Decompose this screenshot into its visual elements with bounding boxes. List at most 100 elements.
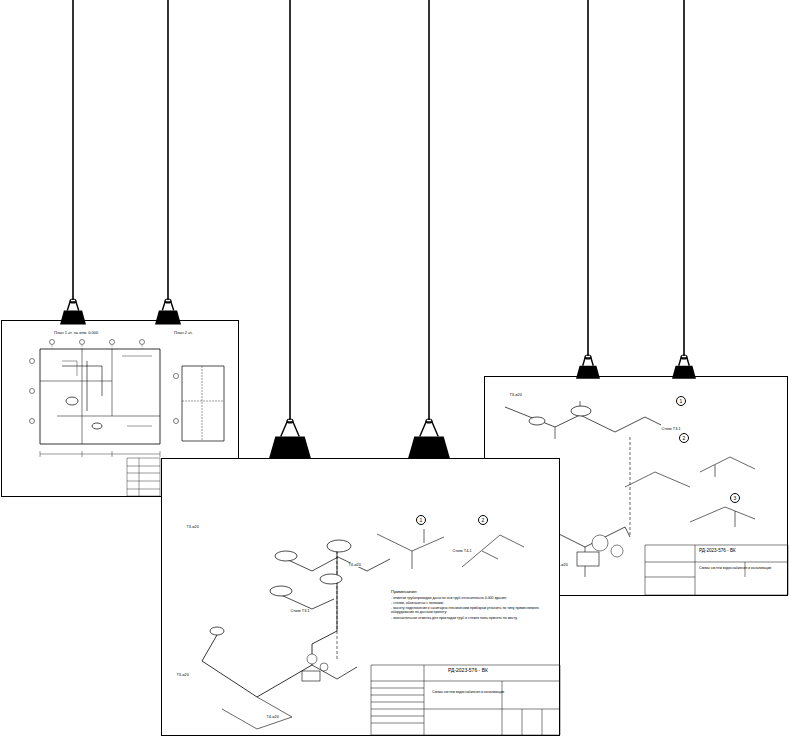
- callout-number: 3: [730, 493, 740, 503]
- pipe-label: Т3-ø20: [509, 393, 522, 397]
- pipe-label: Т4-ø20: [348, 563, 361, 567]
- binder-clip: [672, 0, 696, 379]
- binder-clip: [269, 0, 311, 459]
- pipe-label: Стояк Т3-1: [661, 427, 681, 431]
- clip-loop: [585, 355, 591, 359]
- hanging-string: [587, 0, 589, 356]
- fixture-symbol: [140, 340, 145, 345]
- binder-clip: [576, 0, 600, 379]
- drawing-line: [40, 451, 160, 457]
- hanging-string: [289, 0, 291, 420]
- pipe-label: Т4-ø20: [266, 715, 279, 719]
- clip-body: [672, 366, 696, 379]
- drawing-line: [645, 545, 788, 595]
- drawing-line: [182, 366, 224, 441]
- sheet-text: - окончательная отметка для прокладки тр…: [391, 616, 541, 620]
- fixture-symbol: [174, 419, 179, 424]
- fixture-symbol: [30, 389, 35, 394]
- drawing-line: [630, 437, 631, 537]
- clip-body: [155, 311, 181, 325]
- drawing-line: [127, 458, 160, 496]
- hanging-string: [167, 0, 169, 300]
- callout-number: 1: [676, 396, 686, 406]
- hanging-string: [683, 0, 685, 356]
- clip-body: [408, 437, 450, 459]
- drawing-line: [505, 407, 615, 432]
- drawing-line: [62, 356, 152, 426]
- fixture-symbol: [80, 340, 85, 345]
- drawing-line: [202, 635, 312, 697]
- drawing-line: [40, 349, 160, 444]
- hanging-string: [72, 0, 74, 300]
- clip-body: [269, 437, 311, 459]
- drawing-line: [338, 557, 390, 571]
- sheet-text: - отметки трубопроводов даны по оси труб…: [391, 596, 541, 600]
- drawing-line: [222, 697, 292, 729]
- drawing-line: [615, 417, 661, 432]
- bathtub-symbol: [320, 574, 342, 584]
- drawing-line: [281, 595, 334, 609]
- clip-handle: [420, 422, 438, 437]
- bathtub-symbol: [210, 627, 224, 635]
- bathtub-symbol: [327, 540, 351, 552]
- fixture-symbol: [50, 340, 55, 345]
- drawing-line: [40, 349, 160, 444]
- bathtub-symbol: [92, 423, 102, 429]
- pipe-label: Т3-ø20: [186, 525, 199, 529]
- bathtub-symbol: [66, 397, 78, 405]
- clip-body: [576, 366, 600, 379]
- clip-body: [60, 311, 86, 325]
- callout-number: 2: [478, 515, 488, 525]
- pipe-label: Т3-ø20: [176, 673, 189, 677]
- hanging-string: [428, 0, 430, 420]
- bathtub-symbol: [571, 406, 591, 416]
- drawing-line: [690, 507, 755, 527]
- sheet-text: - стояки, обозначены с полками;: [391, 601, 541, 605]
- fixture-symbol: [174, 374, 179, 379]
- sheet-text: РД-2023-576 - ВК: [699, 548, 781, 553]
- binder-clip: [408, 0, 450, 459]
- drawing-line: [377, 529, 444, 569]
- clip-loop: [426, 419, 432, 423]
- binder-clip: [60, 0, 86, 325]
- fixture-symbol: [320, 663, 328, 671]
- pipe-label: Стояк Т3-1: [290, 609, 310, 613]
- clip-handle: [281, 422, 299, 437]
- clip-loop: [70, 299, 76, 303]
- fixture-symbol: [110, 340, 115, 345]
- clip-loop: [165, 299, 171, 303]
- bathtub-symbol: [270, 586, 292, 596]
- sheet-text: РД-2023-576 - ВК: [448, 668, 554, 674]
- clip-loop: [681, 355, 687, 359]
- binder-clip: [155, 0, 181, 325]
- drawing-line: [371, 665, 560, 735]
- drawing-line: [62, 361, 102, 411]
- equipment-symbol: [577, 552, 599, 566]
- drawing-line: [312, 551, 337, 644]
- bathtub-symbol: [275, 551, 297, 561]
- clip-loop: [287, 419, 293, 423]
- fixture-symbol: [592, 535, 608, 551]
- fixture-symbol: [611, 545, 623, 557]
- sheet-text: План 2 эт.: [174, 331, 234, 336]
- drawing-line: [52, 345, 142, 349]
- callout-number: 1: [416, 515, 426, 525]
- drawing-line: [182, 366, 224, 441]
- callout-number: 2: [679, 433, 689, 443]
- fixture-symbol: [307, 654, 317, 664]
- sheet-text: Схемы систем водоснабжения и канализации: [699, 567, 779, 571]
- drawing-line: [337, 551, 338, 659]
- fixture-symbol: [30, 359, 35, 364]
- sheet-text: Примечания:: [391, 589, 451, 594]
- fixture-symbol: [30, 419, 35, 424]
- drawing-line: [625, 472, 690, 487]
- sheet-text: План 1 эт. на отм. 0.000: [54, 331, 144, 336]
- drawing-sheet: РД-2023-576 - ВКСхемы систем водоснабжен…: [161, 458, 560, 736]
- pipe-label: Стояк Т4-1: [452, 549, 472, 553]
- sheet-text: - высоту подключения к санитарно-техниче…: [391, 606, 541, 614]
- bathtub-symbol: [529, 417, 545, 425]
- drawing-line: [700, 457, 755, 477]
- equipment-symbol: [302, 671, 320, 681]
